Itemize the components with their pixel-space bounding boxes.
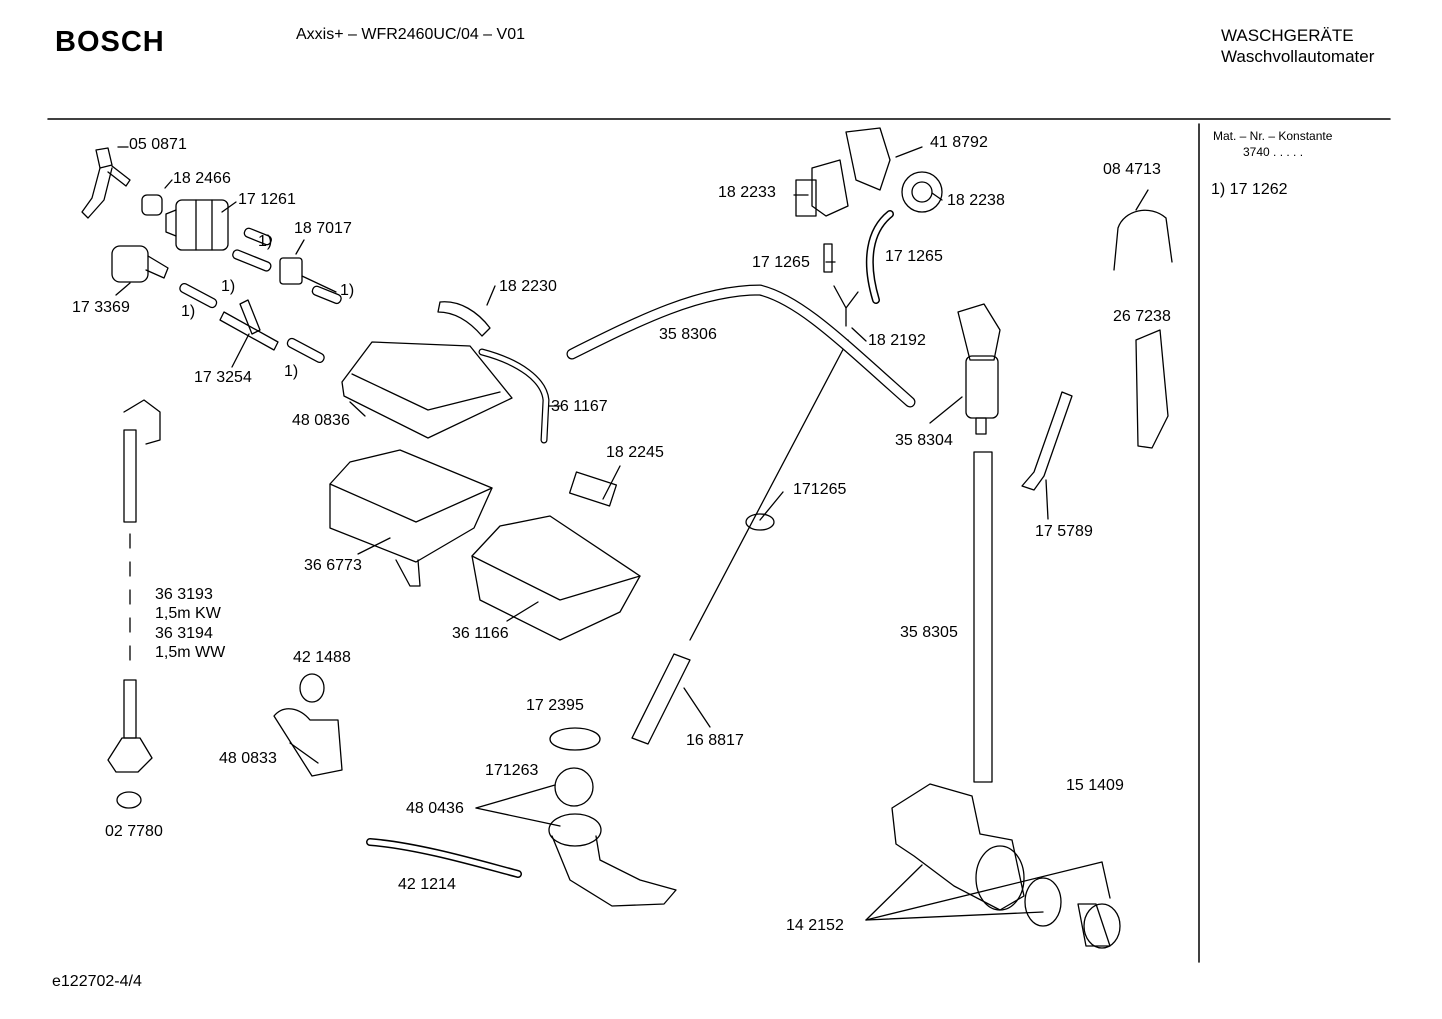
- category-line-1: WASCHGERÄTE: [1221, 26, 1354, 45]
- sidebar-heading: Mat. – Nr. – Konstante: [1213, 129, 1333, 143]
- hose-pieces: [178, 227, 342, 364]
- air-trap: [958, 304, 1000, 434]
- inlet-hose: [108, 400, 160, 772]
- part-label-267238: 26 7238: [1113, 308, 1171, 325]
- category-line-2: Waschvollautomater: [1221, 47, 1375, 66]
- part-label-175789: 17 5789: [1035, 523, 1093, 540]
- pump-seal: [1025, 878, 1061, 926]
- dispenser-drawer: [472, 516, 640, 640]
- sensor-body: [632, 654, 690, 744]
- note-marker: 1): [284, 363, 299, 380]
- part-label-358306: 35 8306: [659, 326, 717, 343]
- part-label-182233: 18 2233: [718, 184, 776, 201]
- part-label-172395: 17 2395: [526, 697, 584, 714]
- part-label-480436: 48 0436: [406, 800, 464, 817]
- part-label-363193: 36 3193: [155, 586, 213, 603]
- part-label-171263: 171263: [485, 762, 539, 779]
- part-label-084713: 08 4713: [1103, 161, 1161, 178]
- part-label-hose-length-ww: 1,5m WW: [155, 644, 226, 661]
- gasket: [550, 728, 600, 750]
- inlet-valve-double: [166, 200, 228, 250]
- pump-filter: [1078, 904, 1120, 948]
- grommet: [746, 514, 774, 530]
- part-label-050871: 05 0871: [129, 136, 187, 153]
- part-label-171265-short: 17 1265: [752, 254, 810, 271]
- part-label-358304: 35 8304: [895, 432, 953, 449]
- long-hose: [572, 290, 910, 402]
- part-label-418792: 41 8792: [930, 134, 988, 151]
- part-label-171261: 17 1261: [238, 191, 296, 208]
- dispenser-housing: [330, 450, 492, 586]
- part-label-171265-curved: 17 1265: [885, 248, 943, 265]
- part-label-182466: 18 2466: [173, 170, 231, 187]
- vertical-hose: [974, 452, 992, 782]
- switch-bracket: [846, 128, 890, 190]
- sensor-tube: [690, 340, 848, 640]
- small-valve: [280, 258, 336, 292]
- note-marker: 1): [258, 233, 273, 250]
- elbow-hose: [274, 709, 342, 776]
- part-label-182192: 18 2192: [868, 332, 926, 349]
- part-label-480833: 48 0833: [219, 750, 277, 767]
- inlet-washer: [117, 792, 141, 808]
- overflow-hose-inner: [482, 352, 546, 440]
- hose-holder: [1136, 330, 1168, 448]
- note-marker: 1): [181, 303, 196, 320]
- ball: [555, 768, 593, 806]
- inlet-valve-single: [112, 246, 168, 282]
- part-label-366773: 36 6773: [304, 557, 362, 574]
- part-label-182230: 18 2230: [499, 278, 557, 295]
- bent-pipe: [1022, 392, 1072, 490]
- sidebar-note: 1) 17 1262: [1211, 181, 1288, 198]
- model-title: Axxis+ – WFR2460UC/04 – V01: [296, 26, 525, 43]
- clip: [570, 472, 617, 506]
- pressure-chamber: [902, 172, 942, 212]
- leader-lines: [116, 147, 1110, 920]
- part-label-358305: 35 8305: [900, 624, 958, 641]
- long-hose-inner: [572, 290, 910, 402]
- part-label-027780: 02 7780: [105, 823, 163, 840]
- hose-curved-inner: [870, 214, 890, 300]
- bellows-hose: [438, 302, 490, 336]
- part-label-421488: 42 1488: [293, 649, 351, 666]
- part-label-171265-rod: 171265: [793, 481, 847, 498]
- note-marker: 1): [340, 282, 355, 299]
- brand-logo: BOSCH: [55, 26, 165, 58]
- hose-short: [824, 244, 832, 272]
- sidebar-constant: 3740 . . . . .: [1243, 145, 1304, 159]
- inlet-nut: [142, 195, 162, 215]
- drawing-id: e122702-4/4: [52, 973, 142, 990]
- y-connector: [834, 286, 858, 326]
- o-ring-small: [300, 674, 324, 702]
- part-label-187017: 18 7017: [294, 220, 352, 237]
- part-label-182245: 18 2245: [606, 444, 664, 461]
- dispenser-top: [342, 342, 512, 438]
- part-label-480836: 48 0836: [292, 412, 350, 429]
- part-label-142152: 14 2152: [786, 917, 844, 934]
- sump-hose: [549, 814, 676, 906]
- part-label-151409: 15 1409: [1066, 777, 1124, 794]
- part-label-168817: 16 8817: [686, 732, 744, 749]
- part-label-361167: 36 1167: [551, 398, 608, 415]
- drain-hose-small-inner: [370, 842, 518, 874]
- part-label-421214: 42 1214: [398, 876, 456, 893]
- bracket-fork: [1114, 190, 1172, 270]
- part-label-361166: 36 1166: [452, 625, 509, 642]
- part-label-173254: 17 3254: [194, 369, 252, 386]
- pressure-switch: [796, 160, 848, 216]
- part-label-173369: 17 3369: [72, 299, 130, 316]
- inlet-fitting: [82, 148, 130, 218]
- part-label-182238: 18 2238: [947, 192, 1005, 209]
- part-label-hose-length-kw: 1,5m KW: [155, 605, 221, 622]
- drain-pump: [892, 784, 1024, 910]
- part-label-363194: 36 3194: [155, 625, 213, 642]
- note-marker: 1): [221, 278, 236, 295]
